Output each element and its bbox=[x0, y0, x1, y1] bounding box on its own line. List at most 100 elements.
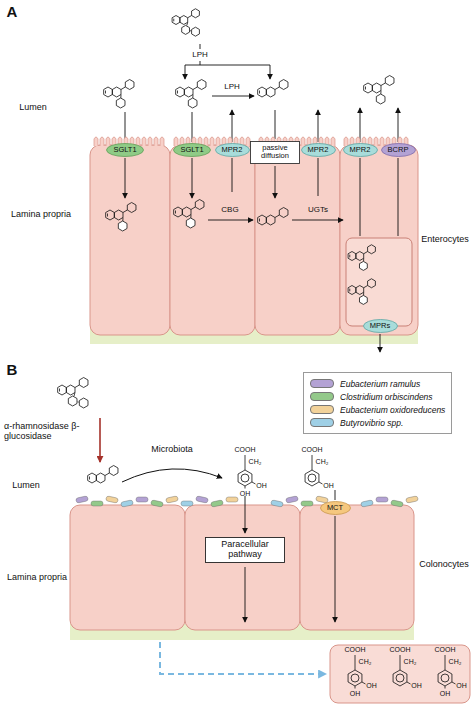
transporter-ellipse: SGLT1 bbox=[106, 143, 144, 157]
atom-label: OH bbox=[456, 682, 467, 690]
atom-label: CH₂ bbox=[404, 658, 417, 666]
panel-letter: A bbox=[7, 4, 18, 21]
node-text: BCRP bbox=[388, 146, 409, 154]
node-text: MPR2 bbox=[350, 146, 371, 154]
transporter-ellipse: MPRs bbox=[363, 319, 398, 333]
transporter-ellipse: SGLT1 bbox=[173, 143, 211, 157]
legend-text: Eubacterium oxidoreducens bbox=[340, 405, 445, 415]
microvillus bbox=[154, 137, 158, 146]
region-label: Enterocytes bbox=[421, 235, 469, 245]
process-box: passive diffusion bbox=[250, 141, 300, 164]
microvillus bbox=[142, 137, 146, 146]
region-label: Lamina propria bbox=[7, 573, 67, 583]
bacterium bbox=[271, 500, 284, 507]
atom-label: OH bbox=[440, 690, 451, 698]
microvillus bbox=[94, 137, 98, 146]
node-text: SGLT1 bbox=[180, 146, 203, 154]
flavonoid-structure bbox=[176, 80, 206, 109]
microvillus bbox=[331, 137, 335, 146]
atom-label: OH bbox=[323, 482, 334, 490]
microvillus bbox=[148, 137, 152, 146]
legend-entry: Clostridium orbiscindens bbox=[310, 390, 445, 403]
microvillus bbox=[344, 137, 348, 146]
flavonoid-structure bbox=[258, 80, 288, 98]
enterocyte-cell bbox=[90, 145, 170, 335]
microvillus bbox=[106, 137, 110, 146]
region-label: Microbiota bbox=[151, 445, 193, 455]
process-box: Paracellular pathway bbox=[205, 537, 285, 563]
bacterium bbox=[76, 496, 89, 503]
microvillus bbox=[301, 137, 305, 146]
bacterium bbox=[286, 496, 299, 503]
legend-entry: Eubacterium oxidoreducens bbox=[310, 403, 445, 416]
bacterium bbox=[91, 501, 103, 506]
node-text: MPR2 bbox=[308, 146, 329, 154]
atom-label: COOH bbox=[390, 646, 411, 654]
atom-label: CH₂ bbox=[359, 658, 372, 666]
colonocyte-cell bbox=[300, 505, 414, 630]
atom-label: OH bbox=[240, 490, 251, 498]
flavonoid-structure bbox=[348, 279, 375, 305]
bacterium bbox=[391, 500, 404, 507]
bacterium bbox=[316, 496, 329, 503]
node-text: MPR2 bbox=[222, 146, 243, 154]
region-label: CBG bbox=[221, 206, 238, 215]
flavonoid-structure bbox=[172, 9, 199, 36]
dashed-leader bbox=[160, 642, 326, 674]
region-label: UGTs bbox=[308, 206, 328, 215]
microvillus bbox=[380, 137, 384, 146]
transporter-ellipse: MCT bbox=[320, 501, 351, 515]
atom-label: CH₂ bbox=[316, 458, 329, 466]
flavonoid-structure bbox=[88, 466, 118, 484]
transporter-ellipse: MPR2 bbox=[301, 143, 336, 157]
bacterium bbox=[406, 496, 419, 503]
bacterium bbox=[136, 497, 148, 502]
enterocyte-cell bbox=[255, 145, 340, 335]
microbiota-arrow bbox=[122, 469, 222, 482]
region-label: Lamina propria bbox=[11, 210, 71, 220]
region-label: LPH bbox=[224, 83, 240, 92]
microvillus bbox=[100, 137, 104, 146]
flavonoid-structure bbox=[106, 203, 136, 232]
flavonoid-structure bbox=[174, 200, 204, 229]
atom-label: COOH bbox=[435, 646, 456, 654]
legend-entry: Butyrovibrio spp. bbox=[310, 416, 445, 429]
microvillus bbox=[216, 137, 220, 146]
atom-label: COOH bbox=[235, 446, 256, 454]
region-label: Colonocytes bbox=[419, 560, 469, 570]
microvillus bbox=[374, 137, 378, 146]
legend-text: Butyrovibrio spp. bbox=[340, 418, 403, 428]
bacterium bbox=[196, 496, 209, 503]
bacterium bbox=[301, 501, 313, 506]
bacterium bbox=[166, 496, 179, 503]
flavonoid-structure bbox=[58, 378, 88, 409]
legend-entry: Eubacterium ramulus bbox=[310, 377, 445, 390]
bacterium bbox=[181, 501, 193, 506]
bacterium bbox=[361, 500, 374, 507]
node-text: MCT bbox=[327, 504, 343, 512]
bacterium bbox=[106, 496, 119, 503]
colonocyte-cell bbox=[70, 505, 185, 630]
atom-label: OH bbox=[411, 682, 422, 690]
flavonoid-structure bbox=[104, 80, 134, 109]
bacterium bbox=[151, 500, 164, 507]
bacterium bbox=[121, 500, 134, 507]
metabolite-compartment bbox=[346, 238, 412, 326]
atom-label: COOH bbox=[345, 646, 366, 654]
legend-swatch bbox=[310, 405, 334, 414]
atom-label: OH bbox=[350, 690, 361, 698]
node-text: passive diffusion bbox=[250, 144, 300, 161]
microvillus bbox=[246, 137, 250, 146]
bacteria bbox=[76, 496, 419, 507]
legend-swatch bbox=[310, 392, 334, 401]
flavonoid-structure bbox=[258, 208, 288, 226]
bacterium bbox=[376, 497, 388, 502]
atom-label: OH bbox=[256, 482, 267, 490]
region-label: α-rhamnosidase β-glucosidase bbox=[4, 422, 84, 442]
transporter-ellipse: BCRP bbox=[381, 143, 416, 157]
panel-letter: B bbox=[7, 362, 18, 379]
atom-label: CH₂ bbox=[449, 658, 462, 666]
region-label: Lumen bbox=[19, 103, 47, 113]
